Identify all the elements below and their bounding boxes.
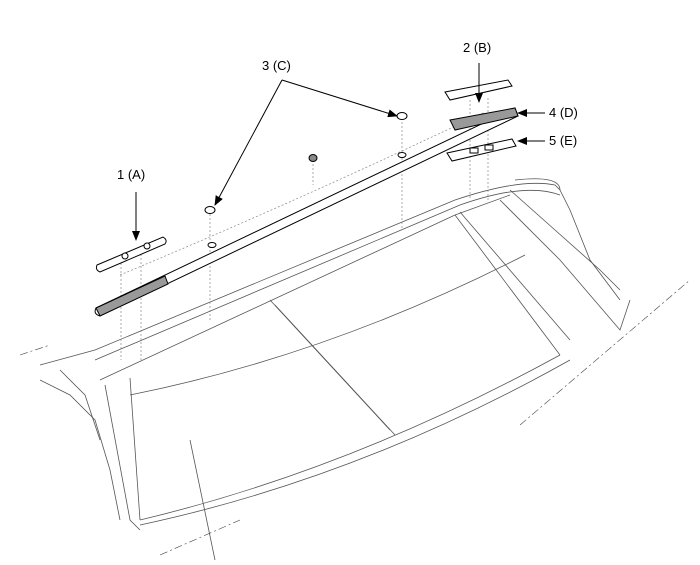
callout-4-label: 4 (D) (549, 105, 578, 120)
callout-3-label: 3 (C) (262, 58, 291, 73)
callout-5-label: 5 (E) (549, 133, 578, 148)
vehicle-roof (39, 178, 631, 561)
leader-arrows (132, 63, 545, 241)
assembly-guide-lines (119, 98, 489, 360)
callout-2-label: 2 (B) (463, 40, 492, 55)
cap-part-3 (204, 112, 408, 214)
bracket-part-5 (446, 138, 517, 162)
callout-1-label: 1 (A) (117, 167, 146, 182)
cover-part-1 (95, 236, 167, 273)
roof-rail-part-4 (94, 107, 519, 317)
center-lines (19, 279, 691, 556)
